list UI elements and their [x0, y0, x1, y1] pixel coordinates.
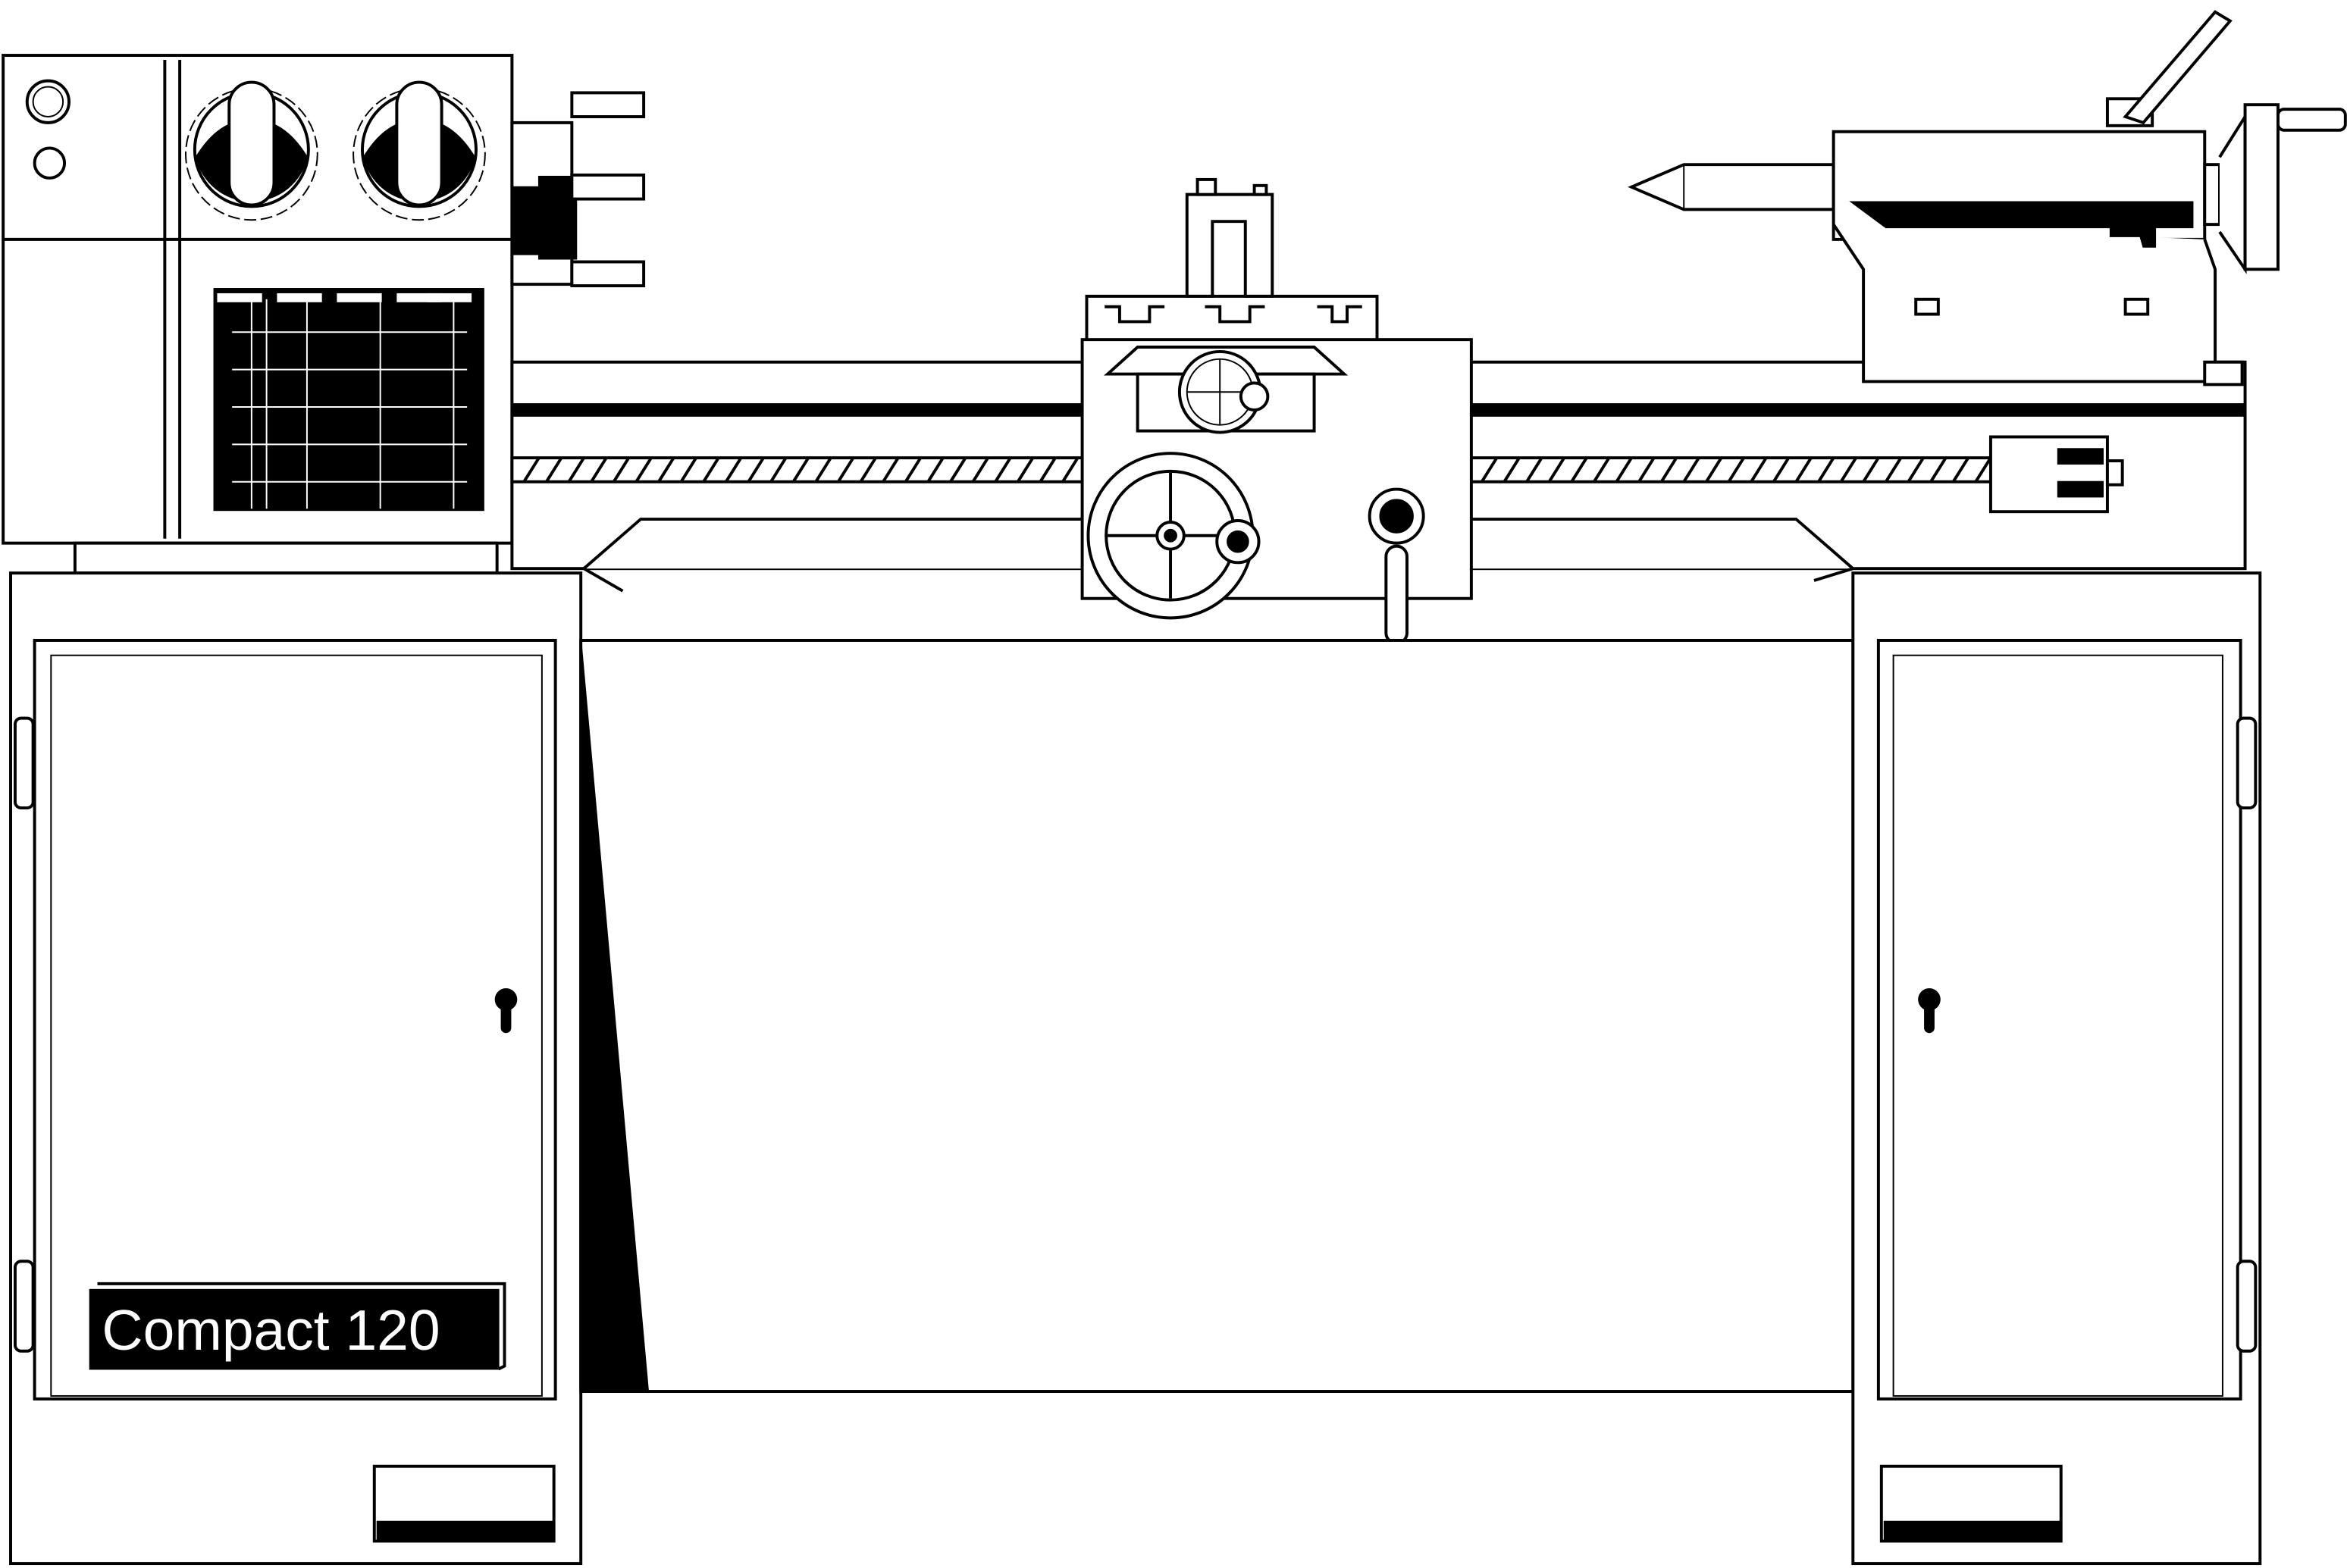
- carriage-handwheel: [1086, 452, 1261, 620]
- speed-selector-knob: [185, 80, 318, 221]
- chip-tray-panel: [579, 567, 1855, 1394]
- tailstock-handwheel: [2203, 103, 2347, 274]
- tailstock: [1628, 10, 2347, 387]
- tool-post: [1185, 192, 1274, 298]
- left-cabinet: Compact 120: [9, 571, 583, 1566]
- keyhole-icon: [1918, 987, 1941, 1034]
- feed-selector-knob: [353, 80, 486, 221]
- carriage: [1080, 177, 1473, 645]
- chuck: [510, 91, 646, 288]
- cross-slide-handwheel: [1177, 349, 1270, 434]
- right-cabinet: [1851, 571, 2262, 1566]
- power-button: [33, 146, 67, 180]
- indicator-lamp: [25, 79, 71, 124]
- model-label: Compact 120: [102, 1298, 440, 1362]
- feed-lever: [1368, 487, 1425, 645]
- keyhole-icon: [494, 987, 518, 1034]
- model-label-plate: Compact 120: [89, 1282, 506, 1371]
- thread-chart-plate: [213, 288, 484, 512]
- headstock: [2, 54, 514, 575]
